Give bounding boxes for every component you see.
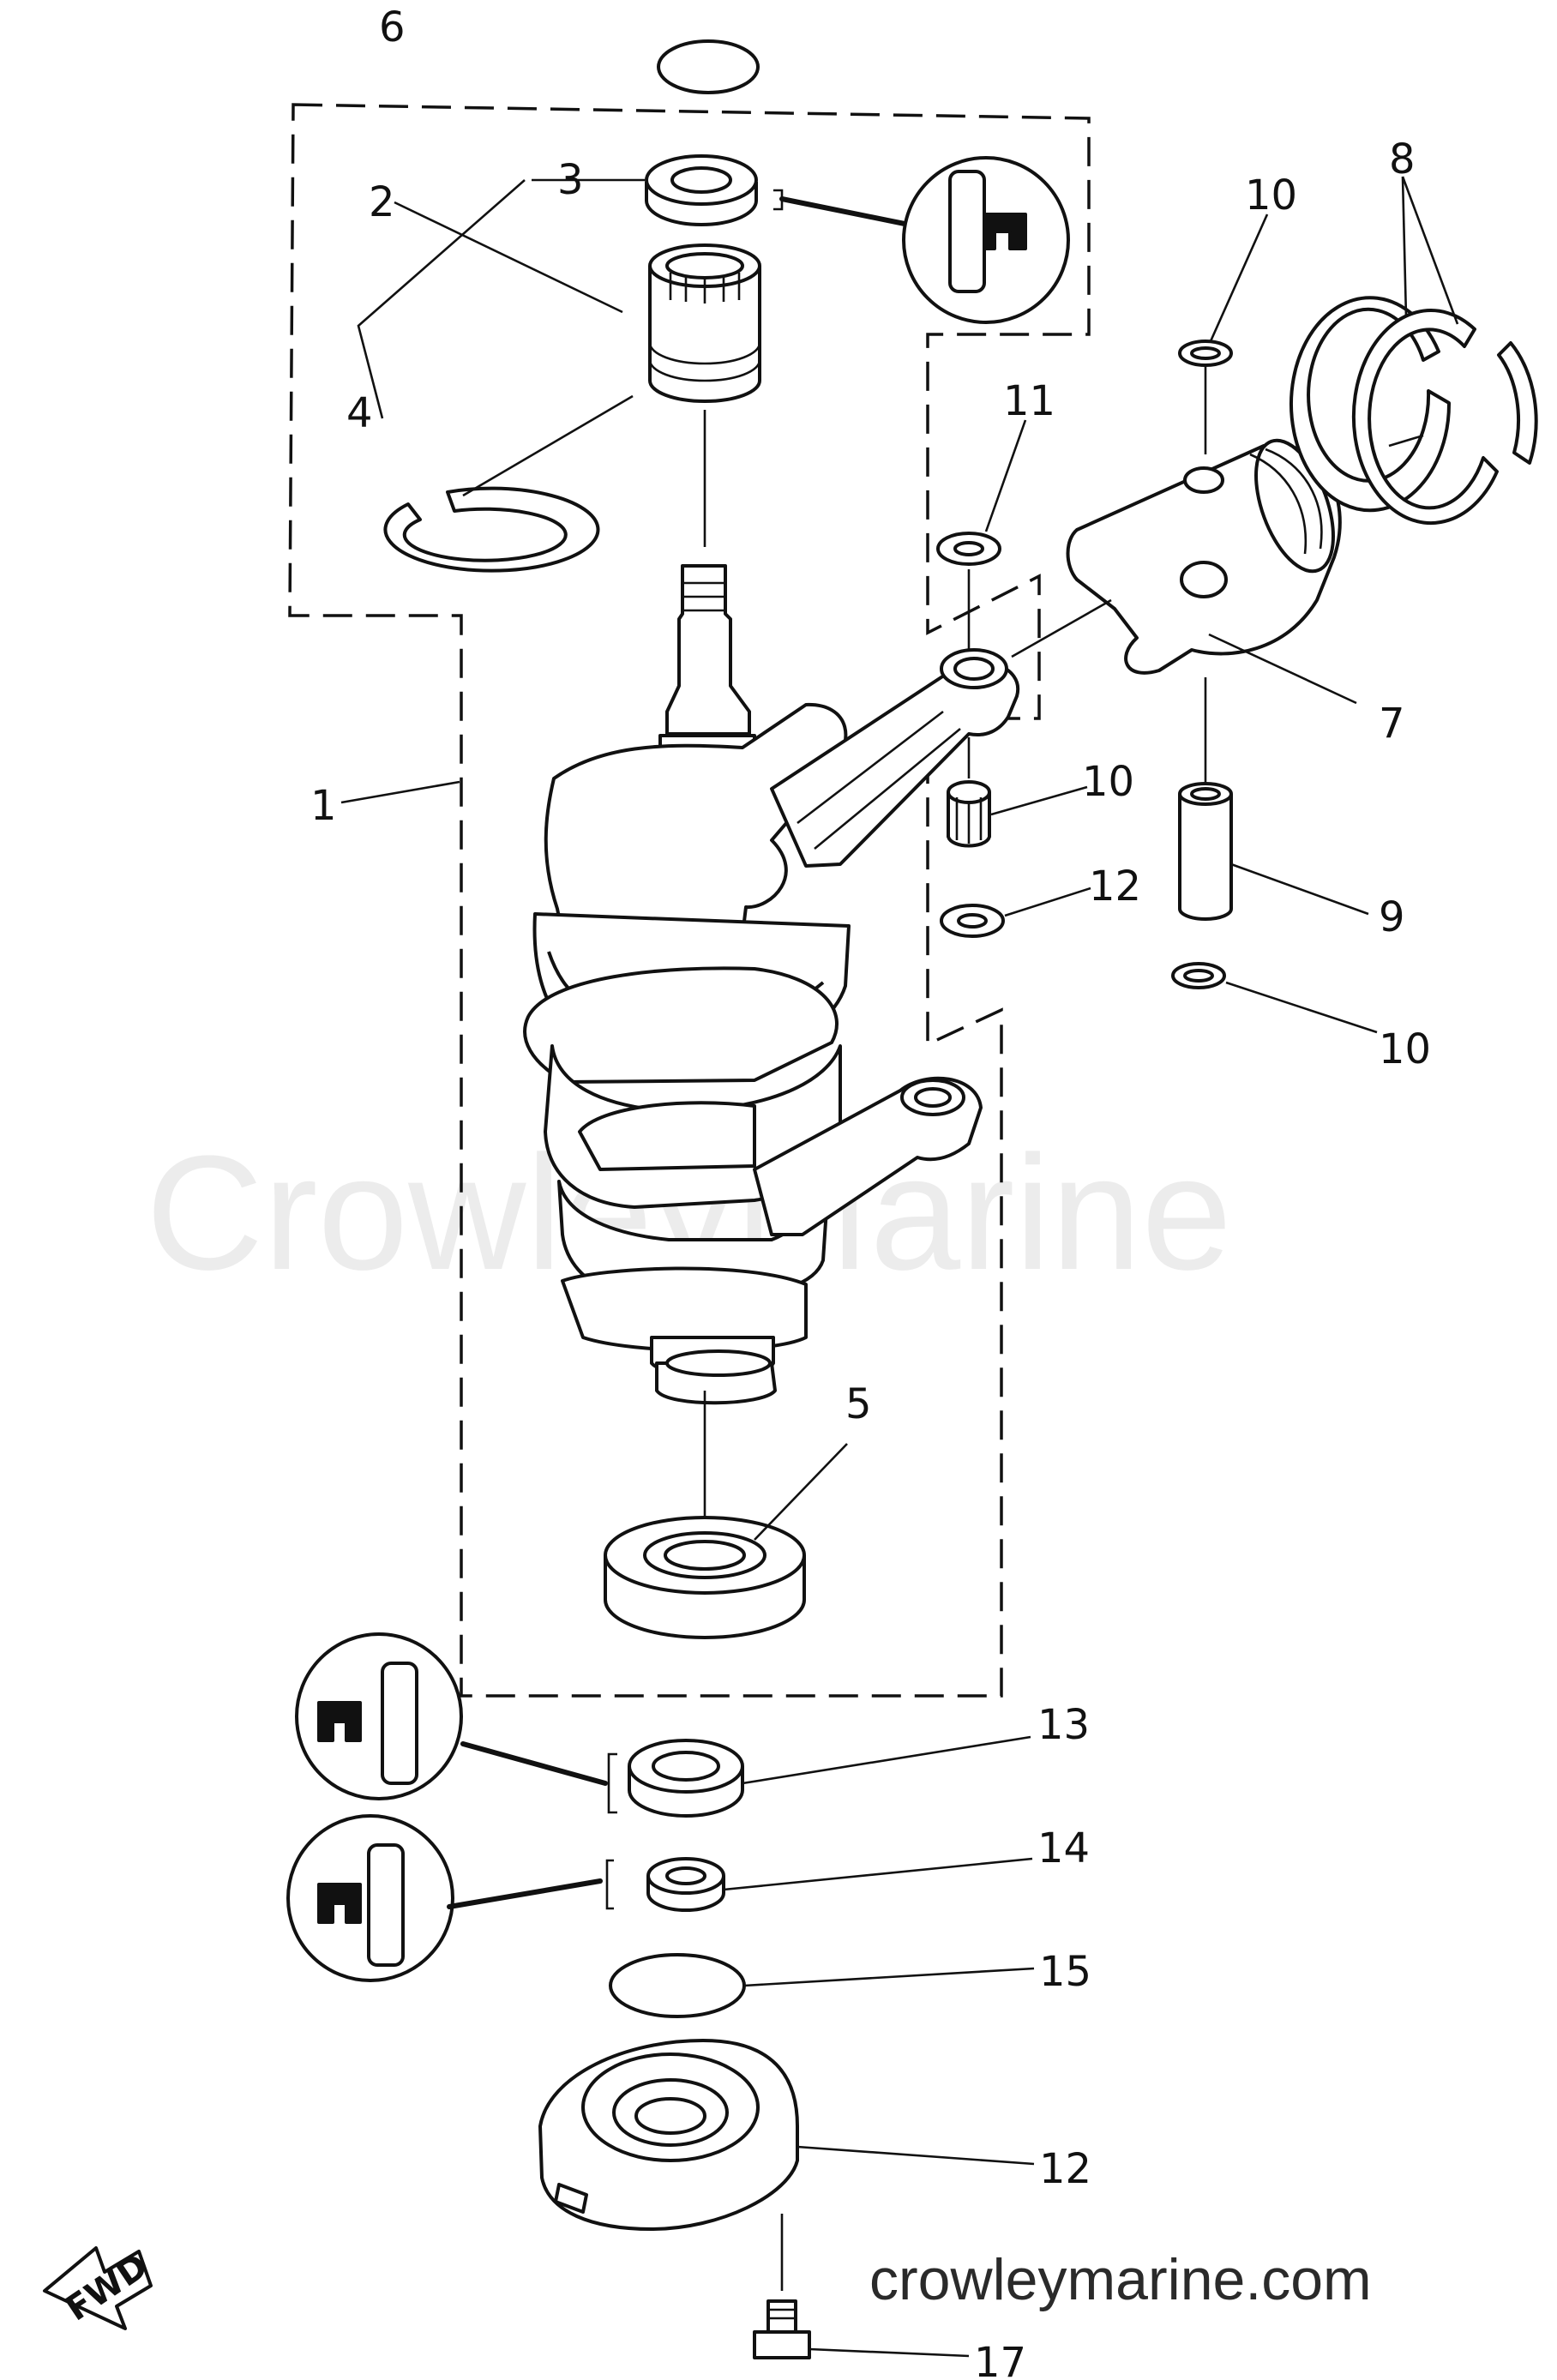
seal-detail-circle-15 xyxy=(286,1814,454,1982)
part-4-circlip[interactable] xyxy=(383,486,600,573)
callout-6: 6 xyxy=(379,3,406,51)
callout-10-top: 10 xyxy=(1245,171,1297,219)
part-6-o-ring[interactable] xyxy=(657,39,760,94)
callout-9: 9 xyxy=(1379,893,1405,941)
callout-2: 2 xyxy=(369,178,395,226)
part-11-needle-bearing[interactable] xyxy=(947,780,991,848)
part-1-crankshaft[interactable] xyxy=(523,564,851,1405)
callout-11: 10 xyxy=(1082,758,1134,806)
part-5-ball-bearing[interactable] xyxy=(604,1516,806,1639)
part-2-needle-bearing[interactable] xyxy=(648,243,761,403)
callout-14: 13 xyxy=(1037,1701,1090,1749)
part-12-washer-lower[interactable] xyxy=(940,904,1005,938)
part-10-circlip-lower[interactable] xyxy=(1171,962,1226,989)
callout-12-top: 11 xyxy=(1003,377,1055,425)
callout-10-bottom: 10 xyxy=(1379,1025,1431,1073)
seal-detail-circle-14 xyxy=(295,1632,463,1800)
connecting-rod-upper[interactable] xyxy=(770,648,1020,868)
callout-17: 17 xyxy=(974,2339,1026,2380)
part-15-oil-seal[interactable] xyxy=(646,1857,725,1912)
part-12-washer-upper[interactable] xyxy=(936,532,1001,566)
callout-12-bottom: 12 xyxy=(1089,862,1141,911)
part-14-oil-seal[interactable] xyxy=(628,1739,744,1818)
callout-4: 4 xyxy=(346,389,373,437)
callout-16: 15 xyxy=(1039,1948,1091,1996)
part-9-piston-pin[interactable] xyxy=(1178,782,1233,921)
callout-7: 7 xyxy=(1379,700,1405,748)
connecting-rod-lower[interactable] xyxy=(753,1076,983,1236)
part-8-piston-rings[interactable] xyxy=(1289,296,1538,526)
part-17-bolt[interactable] xyxy=(753,2299,811,2359)
callout-1: 1 xyxy=(310,782,337,830)
callout-15: 14 xyxy=(1037,1824,1090,1872)
fwd-direction-arrow: FWD xyxy=(43,2246,155,2330)
callout-3: 3 xyxy=(557,156,584,204)
callout-8: 8 xyxy=(1389,135,1416,183)
callout-13: 12 xyxy=(1039,2145,1091,2193)
part-10-circlip-upper[interactable] xyxy=(1178,340,1233,367)
seal-detail-circle-top xyxy=(902,156,1070,324)
part-13-lower-housing[interactable] xyxy=(538,2039,799,2231)
website-url: crowleymarine.com xyxy=(869,2247,1372,2312)
part-16-o-ring[interactable] xyxy=(609,1953,746,2018)
callout-5: 5 xyxy=(845,1380,872,1428)
part-3-oil-seal[interactable] xyxy=(645,154,758,226)
